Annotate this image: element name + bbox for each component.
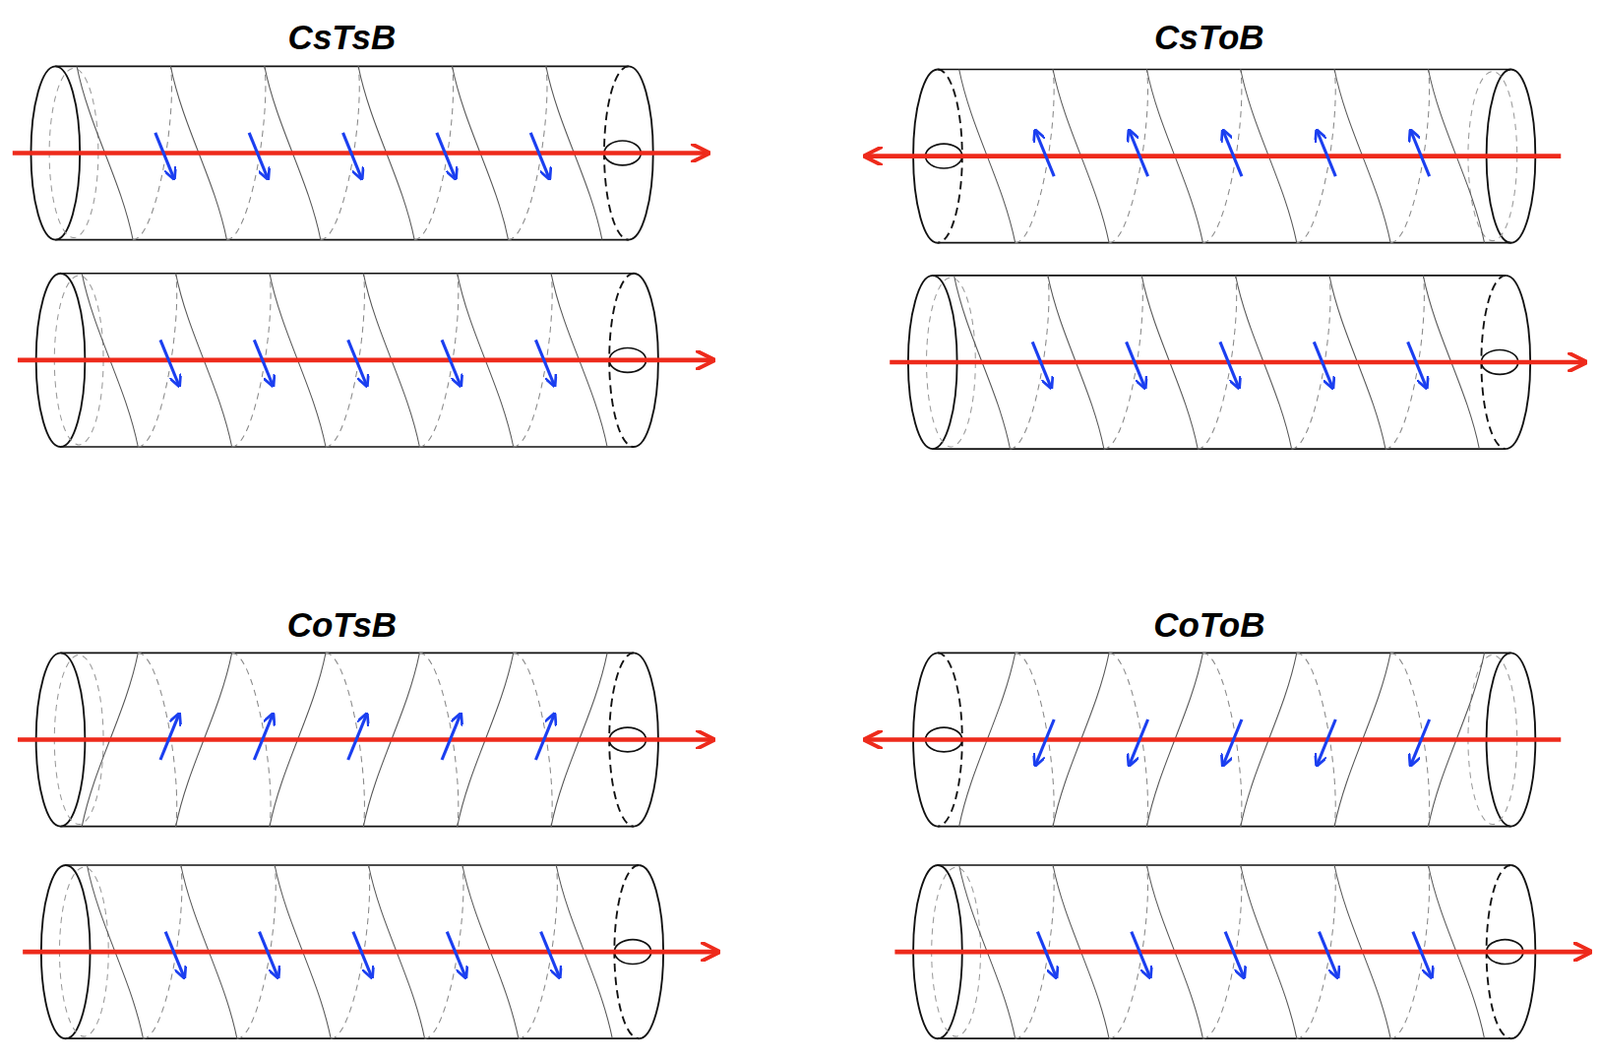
panel-title: CoTsB (283, 605, 401, 645)
cylinder (889, 275, 1584, 449)
spin-arrow (353, 931, 372, 978)
spin-arrow (1225, 931, 1244, 978)
cylinder (17, 273, 712, 447)
cylinder (894, 864, 1589, 1039)
cylinder (866, 68, 1561, 243)
axis-arrow (17, 737, 712, 742)
spin-arrow (1411, 131, 1430, 178)
axis-arrow (22, 949, 717, 955)
spin-arrow (348, 714, 368, 760)
spin-arrow (1223, 131, 1242, 178)
spin-arrow (541, 931, 560, 978)
spin-arrow (160, 714, 180, 760)
spin-arrow (441, 714, 461, 760)
axis-arrow (889, 360, 1584, 366)
spin-arrow (253, 339, 273, 385)
axis-arrow (894, 949, 1589, 955)
spin-arrow (1037, 931, 1056, 978)
panel-title: CsTsB (284, 17, 401, 58)
spin-arrow (1223, 719, 1242, 765)
cylinder (22, 864, 717, 1039)
spin-arrow (1036, 131, 1055, 178)
spin-arrow (248, 132, 268, 179)
cylinder (17, 652, 712, 826)
cylinder (12, 65, 707, 240)
spin-arrow (1413, 931, 1432, 978)
spin-arrow (436, 132, 456, 179)
panel-title: CoToB (1149, 605, 1269, 645)
spin-arrow (1317, 131, 1337, 178)
spin-arrow (1126, 341, 1146, 387)
spin-arrow (441, 339, 461, 385)
spin-arrow (535, 339, 554, 385)
axis-arrow (12, 150, 707, 156)
spin-arrow (1317, 719, 1337, 765)
spin-arrow (155, 132, 175, 179)
spin-arrow (165, 931, 185, 978)
spin-arrow (1411, 719, 1430, 765)
spin-arrow (1318, 931, 1338, 978)
axis-arrow (17, 358, 712, 364)
spin-arrow (1036, 719, 1055, 765)
spin-arrow (343, 132, 363, 179)
panel-title: CsToB (1150, 17, 1268, 58)
spin-arrow (1131, 931, 1151, 978)
spin-arrow (160, 339, 180, 385)
spin-arrow (1313, 341, 1333, 387)
spin-arrow (1220, 341, 1239, 387)
spin-arrow (253, 714, 273, 760)
spin-arrow (348, 339, 368, 385)
spin-arrow (1408, 341, 1427, 387)
spin-arrow (446, 931, 466, 978)
cylinder (866, 652, 1561, 826)
spin-arrow (1129, 719, 1149, 765)
spin-arrow (530, 132, 550, 179)
axis-arrow (866, 153, 1561, 159)
spin-arrow (1032, 341, 1051, 387)
spin-arrow (259, 931, 279, 978)
axis-arrow (866, 737, 1561, 742)
spin-arrow (535, 714, 554, 760)
spin-arrow (1129, 131, 1149, 178)
